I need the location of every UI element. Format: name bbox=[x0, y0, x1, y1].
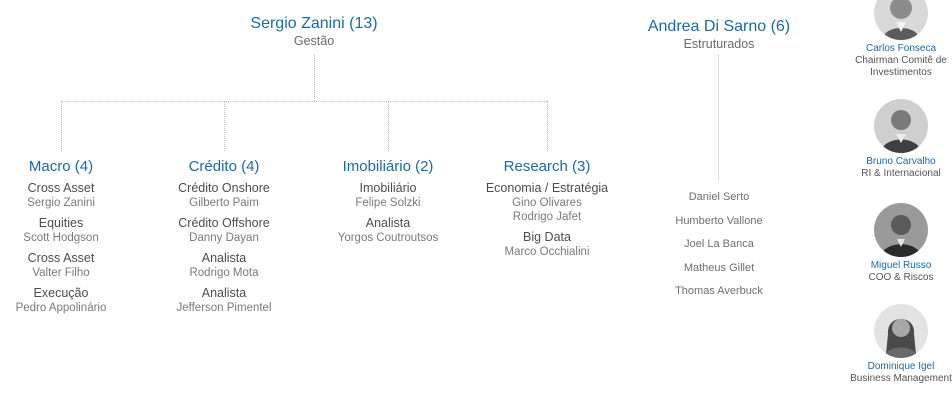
team-role: Cross Asset bbox=[27, 181, 95, 195]
team-role: Crédito Onshore bbox=[178, 181, 270, 195]
executive-dominique-igel: Dominique Igel Business Management bbox=[846, 304, 952, 385]
team-role: Analista bbox=[201, 251, 247, 265]
executive-name: Miguel Russo bbox=[870, 260, 932, 271]
team-member: Sergio Zanini bbox=[27, 197, 95, 209]
team-member: Jefferson Pimentel bbox=[176, 302, 272, 314]
team-role: Cross Asset bbox=[27, 251, 95, 265]
executive-role: Business Management bbox=[850, 373, 952, 384]
team-member: Rodrigo Mota bbox=[189, 267, 259, 279]
team-role: Economia / Estratégia bbox=[485, 181, 609, 195]
column-title: Imobiliário (2) bbox=[342, 158, 434, 175]
connector-head-down bbox=[314, 55, 315, 101]
team-role: Big Data bbox=[523, 230, 571, 244]
head-name: Sergio Zanini (13) bbox=[250, 15, 378, 32]
connector-macro bbox=[61, 101, 62, 151]
connector-credito bbox=[224, 101, 225, 151]
structured-node: Andrea Di Sarno (6) Estruturados bbox=[634, 18, 804, 51]
avatar bbox=[874, 99, 928, 153]
team-member: Felipe Solzki bbox=[355, 197, 421, 209]
team-member: Valter Filho bbox=[32, 267, 90, 279]
executive-name: Carlos Fonseca bbox=[865, 43, 937, 54]
structured-name: Andrea Di Sarno (6) bbox=[647, 18, 791, 35]
executive-miguel-russo: Miguel Russo COO & Riscos bbox=[846, 203, 952, 284]
team-member: Pedro Appolinário bbox=[15, 302, 107, 314]
avatar bbox=[874, 203, 928, 257]
avatar bbox=[874, 0, 928, 40]
executive-role: RI & Internacional bbox=[861, 168, 941, 179]
executive-carlos-fonseca: Carlos Fonseca Chairman Comitê de Invest… bbox=[846, 0, 952, 79]
column-imobiliario: Imobiliário (2) Imobiliário Felipe Solzk… bbox=[323, 158, 453, 251]
connector-structured bbox=[718, 55, 719, 180]
team-member: Gilberto Paim bbox=[189, 197, 259, 209]
avatar bbox=[874, 304, 928, 358]
executive-role: Chairman Comitê de Investimentos bbox=[855, 55, 947, 78]
connector-horizontal bbox=[61, 101, 547, 102]
column-credito: Crédito (4) Crédito Onshore Gilberto Pai… bbox=[164, 158, 284, 321]
structured-member: Thomas Averbuck bbox=[675, 285, 763, 297]
team-role: Imobiliário bbox=[359, 181, 417, 195]
executive-bruno-carvalho: Bruno Carvalho RI & Internacional bbox=[846, 99, 952, 180]
executive-name: Bruno Carvalho bbox=[866, 156, 936, 167]
head-node: Sergio Zanini (13) Gestão bbox=[224, 15, 404, 48]
team-role: Equities bbox=[38, 216, 84, 230]
column-research: Research (3) Economia / Estratégia Gino … bbox=[482, 158, 612, 265]
team-role: Crédito Offshore bbox=[178, 216, 270, 230]
connector-research bbox=[547, 101, 548, 151]
column-title: Research (3) bbox=[503, 158, 591, 175]
column-macro: Macro (4) Cross Asset Sergio Zanini Equi… bbox=[0, 158, 122, 321]
team-role: Execução bbox=[33, 286, 89, 300]
team-member: Gino Olivares bbox=[512, 197, 582, 209]
team-role: Analista bbox=[201, 286, 247, 300]
structured-member: Joel La Banca bbox=[684, 238, 754, 250]
structured-member: Daniel Serto bbox=[688, 191, 750, 203]
structured-member: Humberto Vallone bbox=[675, 214, 763, 227]
column-title: Macro (4) bbox=[28, 158, 94, 175]
team-role: Analista bbox=[365, 216, 411, 230]
executive-role: COO & Riscos bbox=[868, 272, 934, 283]
team-member: Marco Occhialini bbox=[504, 246, 590, 258]
executive-name: Dominique Igel bbox=[867, 361, 935, 372]
connector-imobiliario bbox=[388, 101, 389, 151]
column-title: Crédito (4) bbox=[188, 158, 260, 175]
structured-list: Daniel Serto Humberto Vallone Joel La Ba… bbox=[654, 186, 784, 304]
structured-member: Matheus Gillet bbox=[683, 261, 755, 274]
head-subtitle: Gestão bbox=[293, 34, 335, 48]
structured-subtitle: Estruturados bbox=[683, 37, 755, 51]
team-member: Rodrigo Jafet bbox=[512, 211, 582, 223]
team-member: Danny Dayan bbox=[189, 232, 259, 244]
team-member: Scott Hodgson bbox=[23, 232, 99, 244]
team-member: Yorgos Coutroutsos bbox=[337, 232, 439, 244]
